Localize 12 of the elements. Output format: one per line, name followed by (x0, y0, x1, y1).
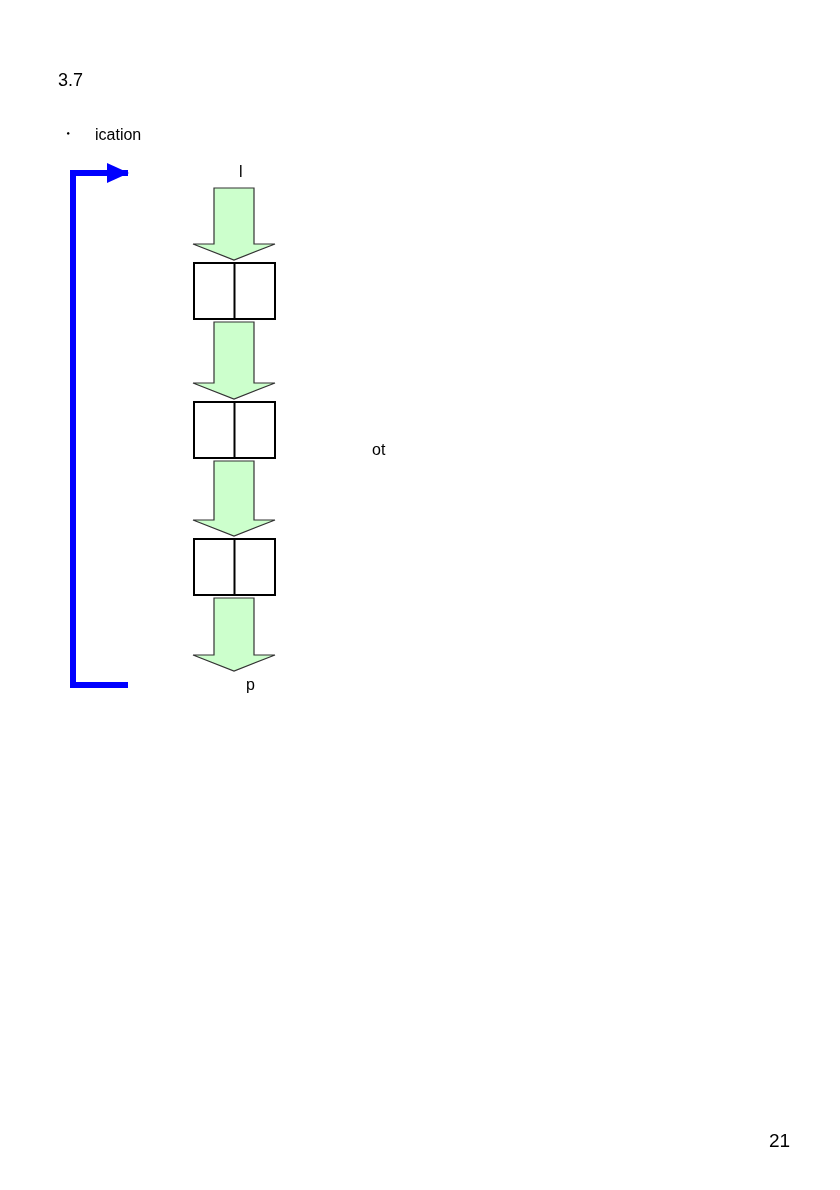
page-number: 21 (769, 1131, 791, 1150)
flow-label: l (239, 164, 243, 180)
block-arrow (192, 460, 276, 537)
note-text: ot (372, 442, 386, 458)
bullet: ・ (60, 126, 76, 142)
block-arrow (192, 597, 276, 672)
section-number: 3.7 (58, 70, 84, 91)
block-arrow (192, 187, 276, 261)
block-arrow (192, 321, 276, 400)
flow-label: p (246, 677, 255, 693)
heading-text: ication (95, 127, 142, 143)
feedback-arrow (70, 163, 129, 688)
